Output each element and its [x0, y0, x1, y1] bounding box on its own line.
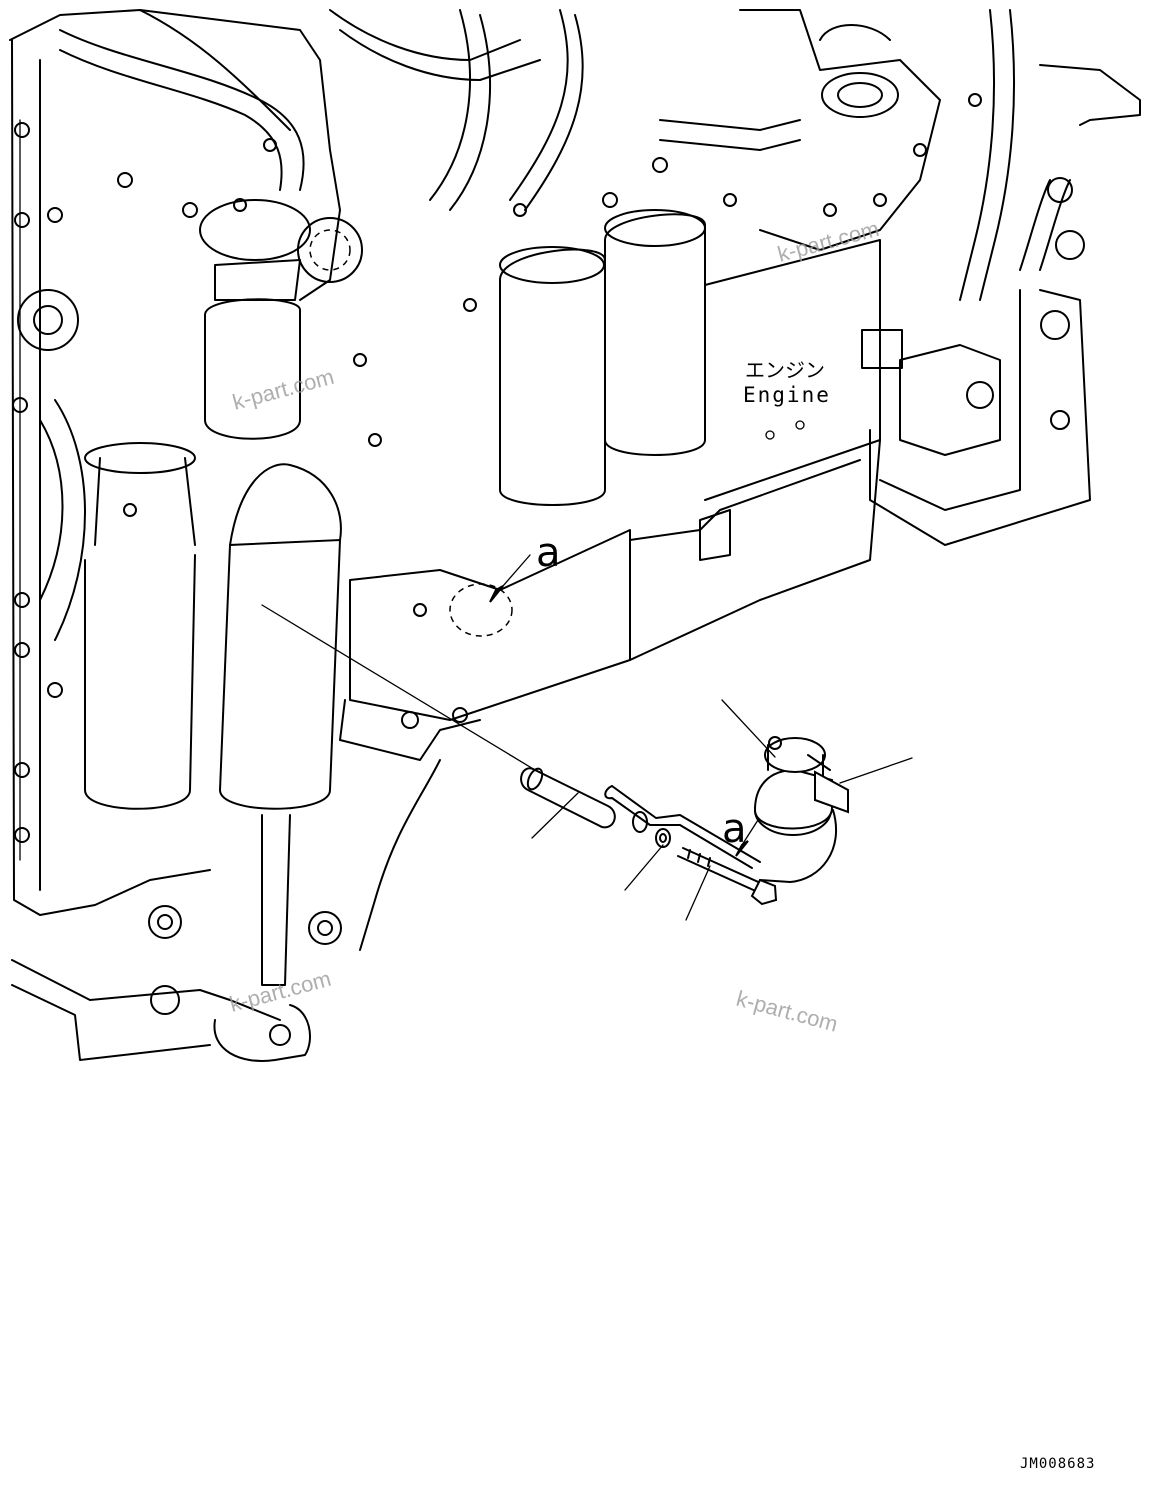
filters-center [499, 209, 706, 506]
bolt [677, 847, 778, 906]
view-arrow-upper [489, 554, 531, 603]
view-arrow-lower [735, 819, 759, 857]
misc-bolts [47, 93, 982, 729]
washer [655, 828, 671, 848]
bracket [604, 785, 761, 869]
view-ref-upper: a [536, 530, 561, 576]
view-ref-lower: a [722, 806, 747, 852]
watermark: k-part.com [227, 966, 334, 1017]
engine-label-en: Engine [743, 383, 831, 407]
engine-label-jp: エンジン [745, 358, 825, 382]
left-bolts [12, 122, 63, 843]
leader-lines [531, 699, 913, 921]
engine-assembly [9, 9, 1141, 1062]
fuel-filter-left [199, 199, 363, 440]
drawing-code: JM008683 [1020, 1456, 1095, 1472]
watermark: k-part.com [775, 216, 882, 267]
sensor [753, 736, 849, 883]
spacer-pipe [520, 767, 616, 829]
assembly-line [261, 604, 536, 771]
fuel-filter-lower [84, 442, 342, 986]
watermark: k-part.com [734, 986, 841, 1037]
